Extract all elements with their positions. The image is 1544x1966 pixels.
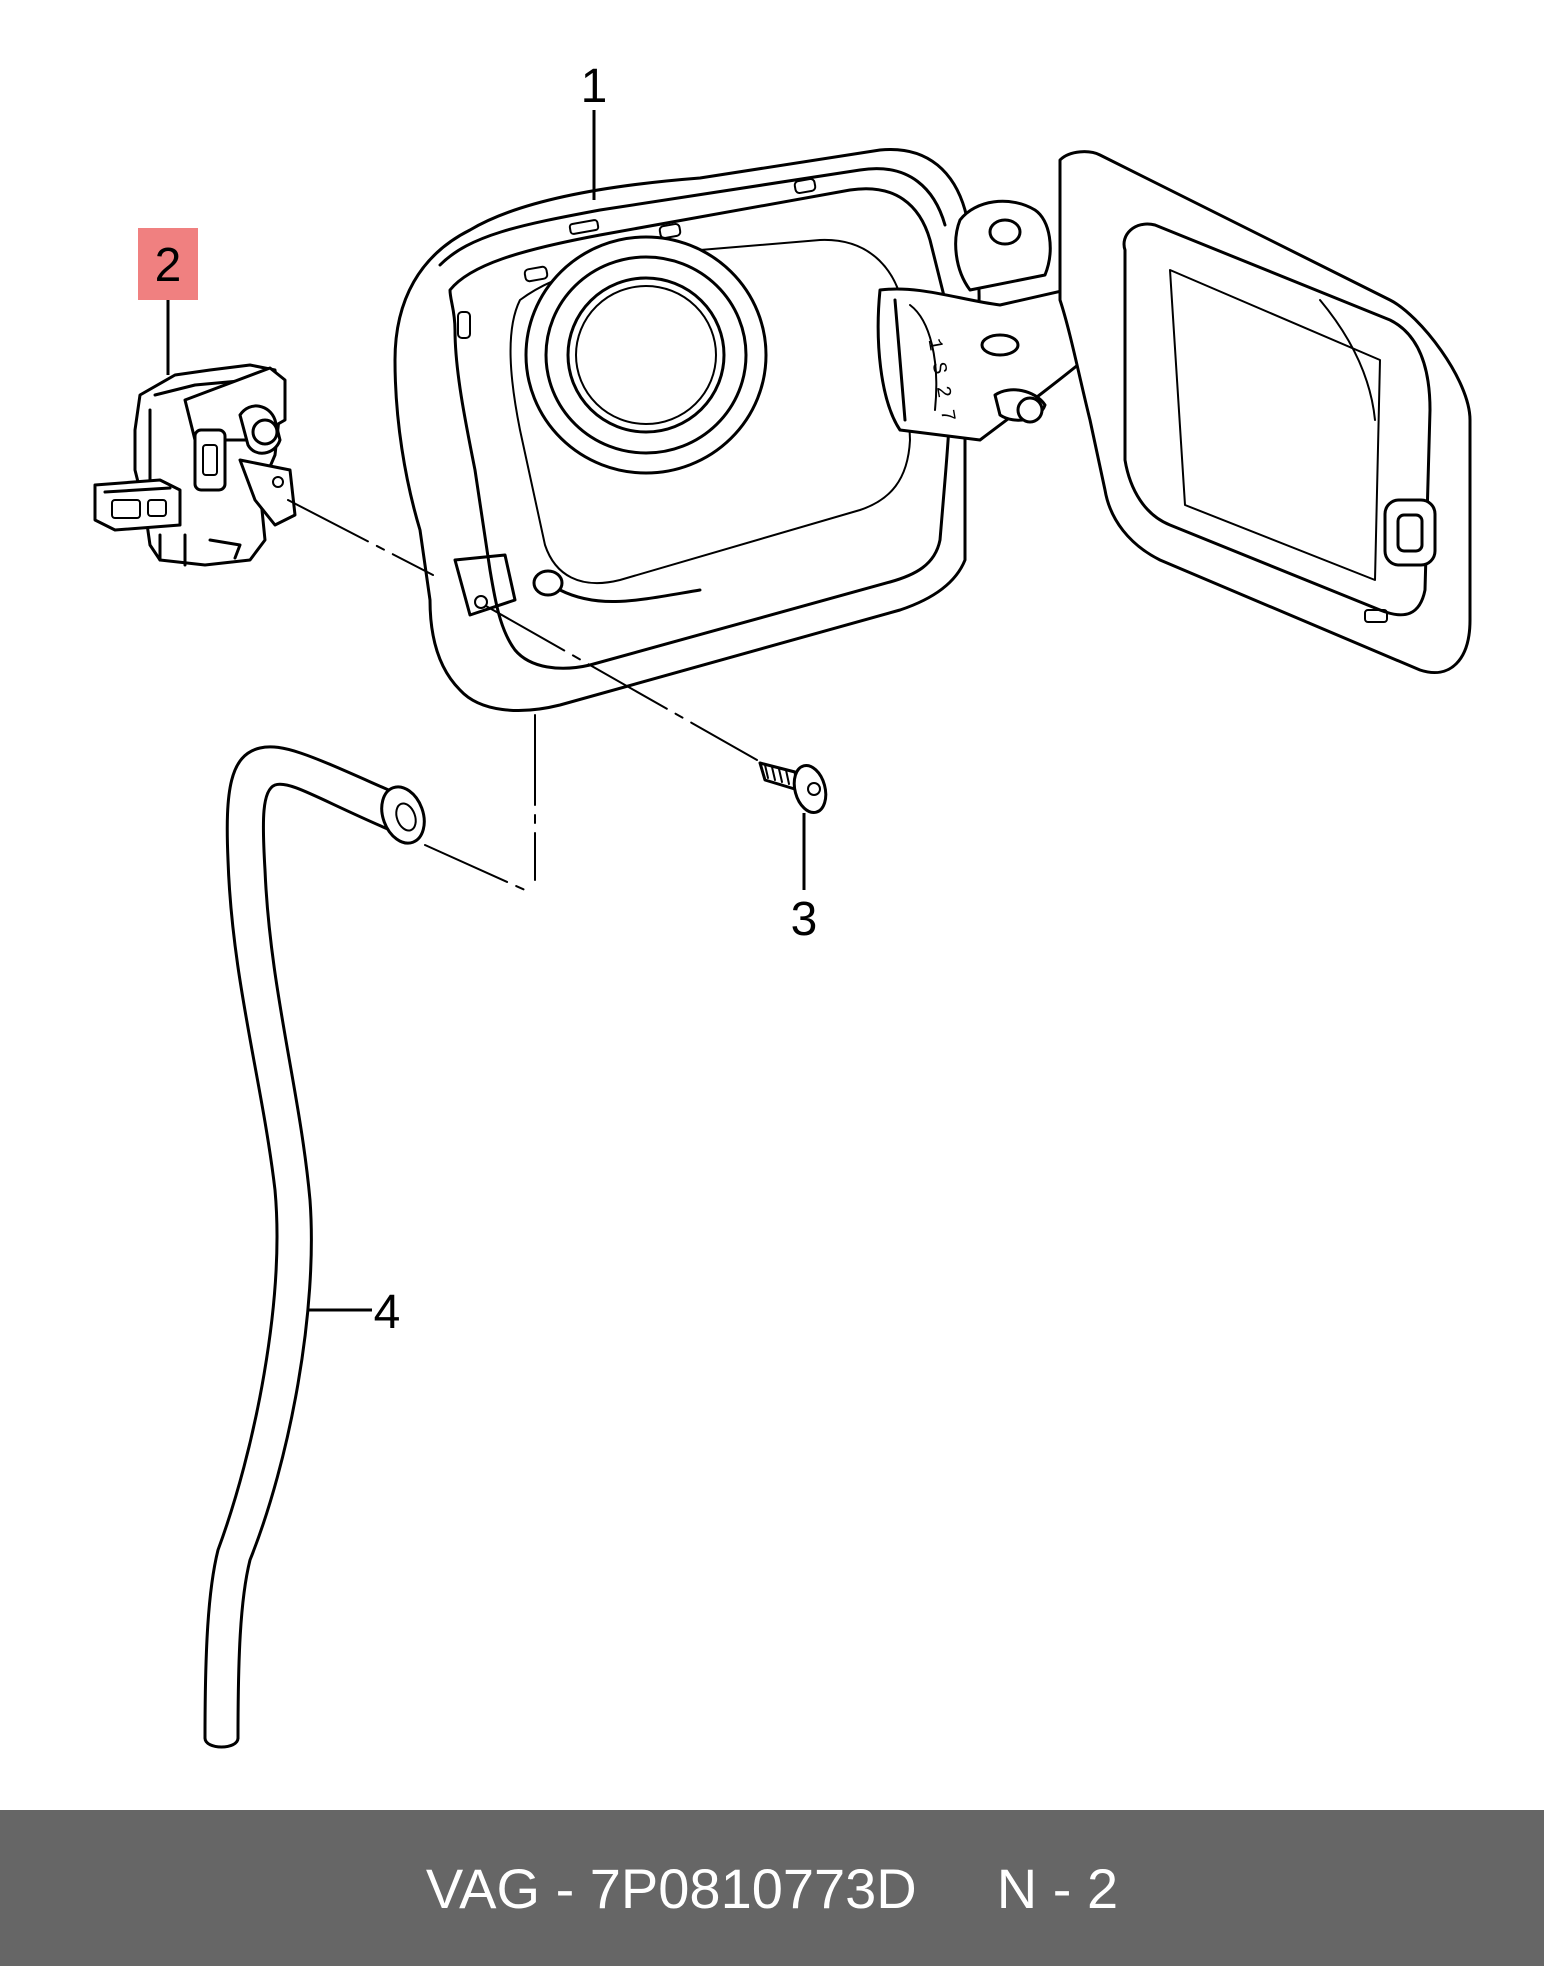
callout-3: 3 <box>791 813 818 946</box>
callout-2: 2 <box>138 228 198 375</box>
callout-4: 4 <box>308 1286 400 1339</box>
position-label: N - 2 <box>996 1856 1119 1920</box>
callout-2-number: 2 <box>155 239 182 292</box>
callout-3-number: 3 <box>791 893 818 946</box>
callout-1-number: 1 <box>581 60 608 113</box>
parts-diagram: 1 S 2 7 <box>93 60 1472 1749</box>
drain-hose <box>203 745 426 1749</box>
callout-2-highlight <box>138 228 198 300</box>
part-number-footer: VAG - 7P0810773D N - 2 <box>0 1810 1544 1966</box>
assembly-lines <box>287 499 758 891</box>
fuel-filler-housing: 1 S 2 7 <box>393 147 1472 712</box>
callout-4-number: 4 <box>374 1286 401 1339</box>
callout-1: 1 <box>581 60 608 200</box>
part-number-label: VAG - 7P0810773D <box>425 1856 917 1920</box>
screw <box>758 761 828 815</box>
actuator-motor <box>93 363 297 567</box>
